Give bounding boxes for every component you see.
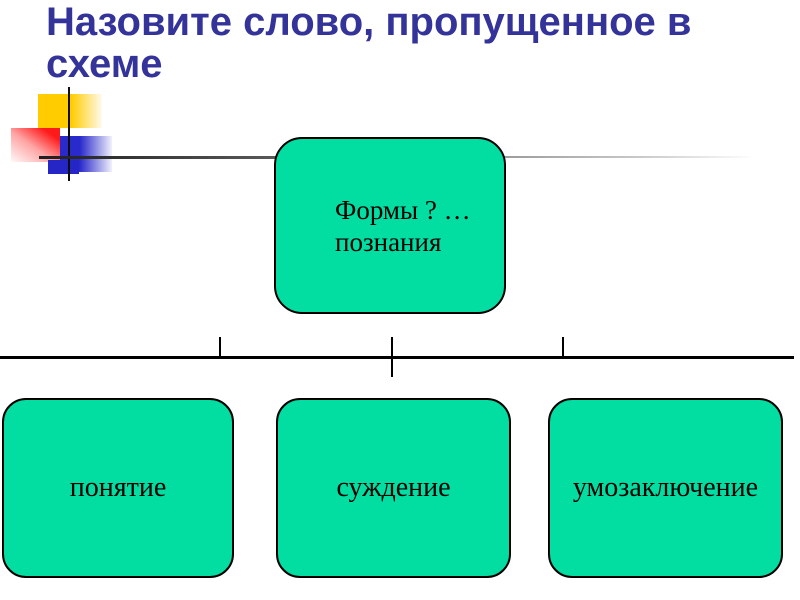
- diagram-child-node-ponyatie: понятие: [2, 398, 234, 578]
- connector-horizontal-line: [0, 356, 794, 359]
- slide-title-line2: схеме: [46, 42, 163, 86]
- child-node-label: суждение: [336, 472, 451, 503]
- connector-tick-left: [219, 337, 221, 357]
- decor-horizontal-rule-left: [39, 156, 279, 159]
- root-node-label-line2: познания: [335, 226, 442, 257]
- diagram-root-node: Формы ? … познания: [274, 137, 506, 314]
- diagram-child-node-umozaklyuchenie: умозаключение: [548, 398, 783, 578]
- connector-tick-center: [391, 337, 393, 377]
- child-node-label: умозаключение: [572, 472, 759, 503]
- child-node-label: понятие: [69, 472, 167, 503]
- connector-tick-right: [562, 337, 564, 357]
- decor-vertical-rule: [68, 87, 70, 181]
- root-node-label-line1: Формы ? …: [335, 194, 471, 225]
- decor-yellow-square: [38, 94, 102, 128]
- slide-title-line1: Назовите слово, пропущенное в: [46, 0, 692, 44]
- decor-blue-small-square: [48, 160, 79, 174]
- diagram-child-node-suzhdenie: суждение: [276, 398, 511, 578]
- decor-horizontal-rule-right: [500, 156, 756, 158]
- slide-title: Назовите слово, пропущенное в схеме: [46, 1, 766, 85]
